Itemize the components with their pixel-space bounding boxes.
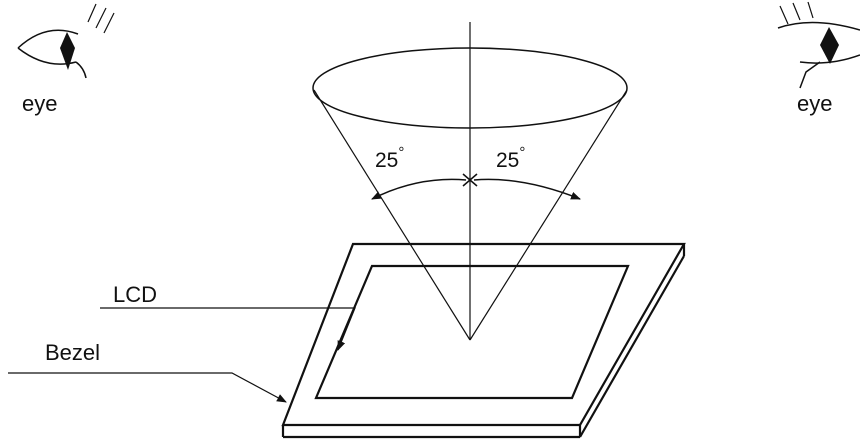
- eye-left-label: eye: [22, 91, 57, 116]
- cone-left-edge: [313, 89, 471, 341]
- eye-left-icon: [17, 3, 115, 79]
- lcd-screen: [314, 264, 630, 400]
- bezel-leader-line: [8, 372, 287, 403]
- bezel-frame: [281, 242, 686, 439]
- lcd-label: LCD: [113, 282, 157, 307]
- lcd-leader-line: [100, 307, 356, 351]
- cone-right-edge: [469, 89, 628, 341]
- angle-left-label: 25°: [375, 144, 404, 172]
- eye-right-icon: [777, 1, 860, 89]
- angle-right-label: 25°: [496, 144, 525, 172]
- bezel-label: Bezel: [45, 340, 100, 365]
- angle-apex-cross: [462, 173, 478, 187]
- eye-right-label: eye: [797, 91, 832, 116]
- cone-top-ellipse: [312, 47, 628, 129]
- angle-arc-right: [473, 178, 581, 200]
- angle-arc-left: [371, 178, 467, 200]
